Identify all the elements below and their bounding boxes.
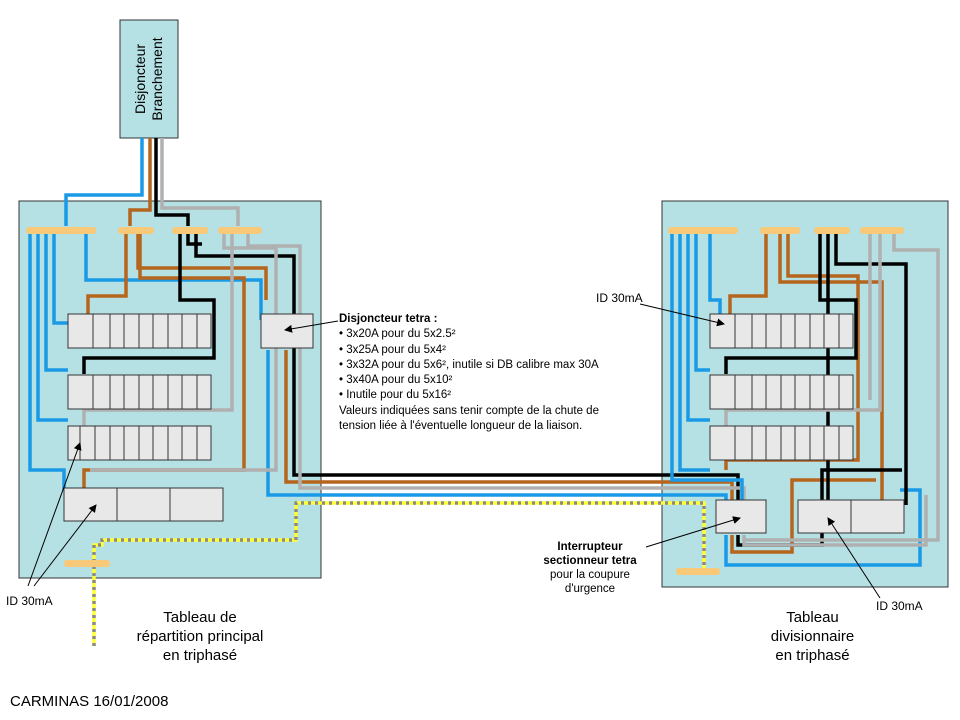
breaker-note-list: 3x20A pour du 5x2.5² 3x25A pour du 5x4² …: [339, 327, 599, 403]
sub-switch-label-line3: pour la coupure: [550, 569, 630, 581]
author-credit: CARMINAS 16/01/2008: [10, 693, 169, 710]
main-wires-blue: [28, 138, 320, 497]
sub-bottom-modules: [797, 499, 905, 534]
sub-rcd-label-top: ID 30mA: [596, 291, 643, 305]
breaker-note-item: 3x32A pour du 5x6², inutile si DB calibr…: [339, 358, 599, 373]
sub-panel-title: Tableau divisionnaire en triphasé: [745, 608, 880, 665]
pointer-arrows: [27, 303, 881, 599]
branch-breaker-box: [119, 19, 179, 139]
main-wires-black: [82, 138, 320, 477]
busbars: [26, 227, 904, 575]
breaker-note-item: 3x40A pour du 5x10²: [339, 373, 599, 388]
sub-panel-title-line: divisionnaire: [770, 628, 855, 645]
sub-switch-label-line2: sectionneur tetra: [543, 555, 637, 567]
sub-switch-module: [715, 499, 767, 534]
arrow-main-rcd-2: [33, 504, 97, 587]
breaker-note-item: 3x25A pour du 5x4²: [339, 343, 599, 358]
sub-switch-label-line1: Interrupteur: [557, 541, 623, 553]
breaker-note-footer-line: tension liée à l'éventuelle longueur de …: [339, 420, 583, 433]
sub-switch-label: Interrupteur sectionneur tetra pour la c…: [530, 540, 650, 596]
breaker-note: Disjoncteur tetra : 3x20A pour du 5x2.5²…: [339, 312, 599, 434]
main-wires-brown: [82, 138, 320, 490]
arrow-tetra-note: [284, 320, 339, 333]
earth-wire: [92, 501, 706, 646]
main-tetra-breaker: [260, 313, 314, 349]
branch-breaker-label-line2: Branchement: [149, 37, 165, 121]
sub-switch-label-line4: d'urgence: [564, 583, 616, 595]
breaker-note-item: Inutile pour du 5x16²: [339, 388, 599, 403]
sub-rcd-label-bottom: ID 30mA: [876, 599, 923, 613]
sub-panel-title-line: Tableau: [786, 609, 839, 626]
main-wires-grey: [82, 138, 320, 490]
arrow-main-rcd-1: [27, 442, 82, 587]
branch-breaker-label: Disjoncteur Branchement: [120, 20, 178, 138]
arrow-sub-rcd-bottom: [827, 517, 881, 599]
main-rcd-label: ID 30mA: [6, 594, 53, 608]
breaker-note-title: Disjoncteur tetra :: [339, 313, 438, 325]
branch-breaker-label-line1: Disjoncteur: [132, 43, 148, 115]
arrow-sub-switch: [645, 516, 741, 548]
breaker-note-footer-line: Valeurs indiquées sans tenir compte de l…: [339, 404, 599, 417]
main-panel-title-line: Tableau de: [163, 609, 237, 626]
main-panel-title-line: répartition principal: [136, 628, 264, 645]
sub-breaker-dividers: [734, 314, 840, 460]
main-panel-title-line: en triphasé: [162, 647, 238, 664]
sub-wires-grey: [724, 232, 940, 547]
sub-wires-blue: [670, 232, 922, 567]
main-panel-title: Tableau de répartition principal en trip…: [115, 608, 285, 665]
breaker-note-item: 3x20A pour du 5x2.5²: [339, 327, 599, 342]
sub-wires-brown: [724, 232, 884, 554]
sub-panel-title-line: en triphasé: [775, 647, 850, 664]
arrow-sub-rcd-top: [639, 303, 725, 327]
